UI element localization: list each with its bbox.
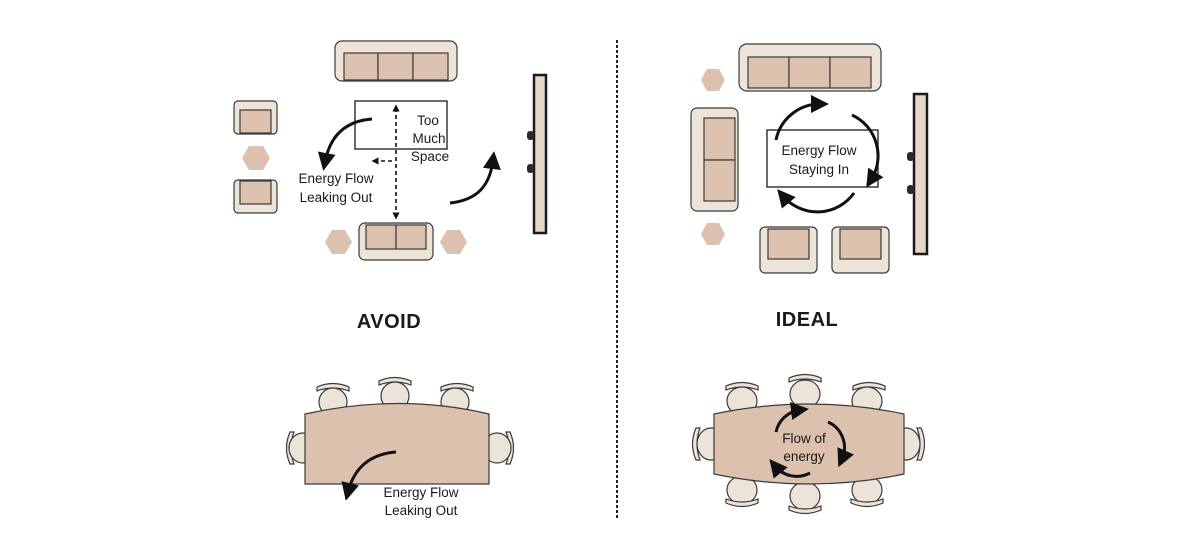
ideal-dining-table — [713, 403, 905, 485]
ideal-dining-flow-note-line-2: energy — [783, 449, 825, 464]
avoid-wall-unit — [527, 73, 548, 235]
ideal-flow-arrow-right — [851, 113, 884, 188]
avoid-dining-set: Energy Flow Leaking Out — [285, 376, 515, 518]
avoid-leak-arrow-right — [449, 151, 501, 205]
ideal-side-table-top — [701, 69, 725, 91]
avoid-left-armchair-top — [233, 100, 278, 135]
avoid-top-sofa — [334, 40, 458, 82]
avoid-leak-note-line-1: Energy Flow — [298, 171, 373, 186]
ideal-dining-flow-arrow-right — [827, 420, 854, 468]
avoid-coffee-table — [354, 100, 448, 150]
avoid-leak-note-line-2: Leaking Out — [300, 190, 373, 205]
avoid-space-note-line-3: Space — [411, 149, 449, 164]
ideal-armchair-right — [831, 226, 890, 274]
ideal-living-room: Energy Flow Staying In — [690, 43, 929, 274]
ideal-dining-flow-arrow-top — [774, 402, 809, 433]
avoid-dining-leak-note-line-2: Leaking Out — [385, 503, 458, 518]
ideal-wall-unit — [907, 92, 929, 256]
ideal-armchair-left — [759, 226, 818, 274]
ideal-dining-chair-bottom-3 — [850, 475, 884, 508]
ideal-flow-note-line-2: Staying In — [789, 162, 849, 177]
avoid-space-note-line-2: Much — [412, 131, 445, 146]
avoid-space-note-line-1: Too — [417, 113, 439, 128]
avoid-dining-chair-top-1 — [316, 382, 350, 417]
ideal-dining-set: Flow of energy — [691, 373, 926, 515]
avoid-dining-leak-arrow — [341, 450, 397, 501]
avoid-dining-table — [304, 402, 490, 485]
avoid-leak-arrow-left — [317, 117, 373, 171]
ideal-flow-note-line-1: Energy Flow — [781, 143, 856, 158]
avoid-bottom-loveseat — [358, 222, 434, 261]
avoid-dining-chair-right — [482, 431, 515, 465]
avoid-side-table-left — [242, 146, 270, 170]
avoid-side-table-bottom-right — [440, 230, 467, 254]
avoid-living-room: Too Much Space Energy Flow Leaking Out — [233, 40, 548, 261]
ideal-flow-arrow-top — [774, 95, 829, 141]
ideal-flow-arrow-bottom — [777, 189, 856, 214]
ideal-heading: IDEAL — [776, 309, 839, 331]
avoid-heading: AVOID — [357, 311, 421, 333]
ideal-side-table-bottom — [701, 223, 725, 245]
ideal-dining-chair-top-2 — [788, 373, 822, 409]
ideal-dining-chair-top-1 — [725, 381, 759, 416]
ideal-left-sofa — [690, 107, 739, 212]
ideal-top-sofa — [738, 43, 882, 92]
avoid-left-armchair-bottom — [233, 179, 278, 214]
avoid-dining-leak-note-line-1: Energy Flow — [383, 485, 458, 500]
ideal-coffee-table — [766, 129, 879, 188]
ideal-dining-chair-bottom-2 — [788, 481, 822, 515]
ideal-dining-flow-arrow-bottom — [769, 459, 811, 479]
ideal-dining-flow-note-line-1: Flow of — [782, 431, 826, 446]
avoid-side-table-bottom-left — [325, 230, 352, 254]
